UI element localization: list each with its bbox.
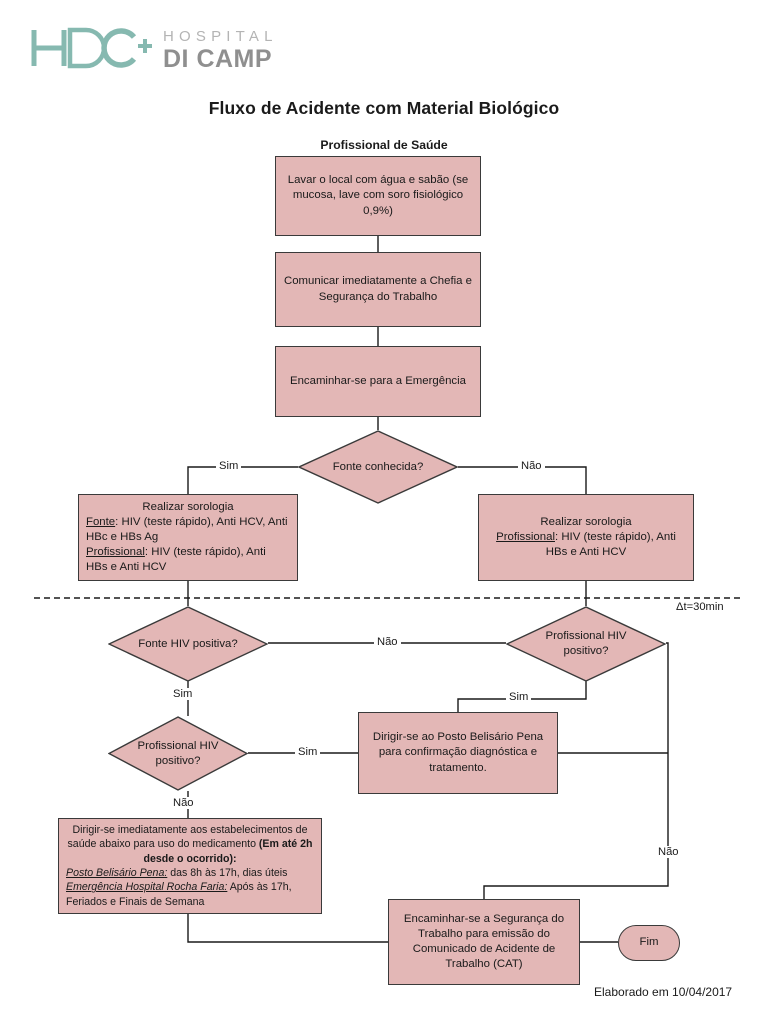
node-fim[interactable]: Fim [618,925,680,961]
sorologia-esq-fonte-label: Fonte [86,515,116,528]
sorologia-esq-heading: Realizar sorologia [142,500,234,513]
sorologia-dir-heading: Realizar sorologia [540,515,632,528]
estabelecimentos-loc1-label: Posto Belisário Pena: [66,867,168,879]
node-comunicar-chefia[interactable]: Comunicar imediatamente a Chefia e Segur… [275,252,481,327]
decision-fonte-hiv-positiva[interactable]: Fonte HIV positiva? [108,606,268,682]
decision-profissional-hiv-positivo-esquerda-shape [108,716,248,791]
estabelecimentos-intro-text: Dirigir-se imediatamente aos estabelecim… [67,823,308,851]
decision-profissional-hiv-positivo-direita-text: Profissional HIV positivo? [545,630,627,657]
decision-fonte-conhecida-shape [298,430,458,504]
delta-t-label: Δt=30min [676,601,724,613]
estabelecimentos-loc2-label: Emergência Hospital Rocha Faria: [66,881,228,894]
estabelecimentos-intro-bold: (Em até 2h desde o ocorrido): [143,838,313,865]
edge-label-sim-profissional-hiv-esquerda: Sim [295,746,321,759]
node-fim-text: Fim [639,936,659,949]
node-estabelecimentos-saude[interactable]: Dirigir-se imediatamente aos estabelecim… [58,818,322,914]
edge-label-sim-fonte-conhecida: Sim [216,460,242,473]
decision-profissional-hiv-positivo-esquerda-text: Profissional HIV positivo? [137,739,219,767]
estabelecimentos-loc2: Emergência Hospital Rocha Faria: Após às… [66,880,314,909]
node-lavar-local-text: Lavar o local com água e sabão (se mucos… [287,174,469,217]
edge-label-nao-profissional-hiv-direita: Não [655,846,682,859]
node-encaminhar-emergencia-text: Encaminhar-se para a Emergência [289,374,466,387]
footer-elaborado-em: Elaborado em 10/04/2017 [594,985,733,999]
node-encaminhar-emergencia[interactable]: Encaminhar-se para a Emergência [275,346,481,417]
edge-label-nao-fonte-conhecida: Não [518,460,545,473]
sorologia-esq-prof-label: Profissional [86,546,145,559]
estabelecimentos-intro: Dirigir-se imediatamente aos estabelecim… [66,823,314,866]
edge-label-nao-profissional-hiv-esquerda: Não [170,797,197,810]
sorologia-dir-prof-text: : HIV (teste rápido), Anti HBs e Anti HC… [545,530,676,559]
node-comunicado-acidente-trabalho[interactable]: Encaminhar-se a Segurança do Trabalho pa… [388,899,580,985]
node-sorologia-fonte-profissional[interactable]: Realizar sorologia Fonte: HIV (teste ráp… [78,494,298,581]
node-comunicado-acidente-trabalho-text: Encaminhar-se a Segurança do Trabalho pa… [403,912,565,971]
page-title: Fluxo de Acidente com Material Biológico [208,98,560,118]
sorologia-esq-prof-line: Profissional: HIV (teste rápido), Anti H… [86,545,290,575]
sorologia-dir-prof-label: Profissional [496,530,555,543]
node-comunicar-chefia-text: Comunicar imediatamente a Chefia e Segur… [283,275,473,303]
svg-text:DI CAMP: DI CAMP [163,45,272,73]
swimlane-label-professional: Profissional de Saúde [320,138,448,152]
decision-profissional-hiv-positivo-esquerda[interactable]: Profissional HIV positivo? [108,716,248,791]
estabelecimentos-loc2-text: Após às 17h, Feriados e Finais de Semana [66,881,292,908]
sorologia-esq-fonte-line: Fonte: HIV (teste rápido), Anti HCV, Ant… [86,515,290,545]
hospital-di-camp-logo: HOSPITAL DI CAMP [30,22,290,74]
sorologia-esq-fonte-text: : HIV (teste rápido), Anti HCV, Anti HBc… [86,515,288,543]
svg-text:HOSPITAL: HOSPITAL [163,28,278,45]
node-lavar-local[interactable]: Lavar o local com água e sabão (se mucos… [275,156,481,236]
decision-fonte-hiv-positiva-shape [108,606,268,682]
decision-profissional-hiv-positivo-direita[interactable]: Profissional HIV positivo? [506,606,666,682]
node-sorologia-profissional[interactable]: Realizar sorologia Profissional: HIV (te… [478,494,694,581]
edge-label-sim-fonte-hiv: Sim [170,688,196,701]
sorologia-esq-prof-text: : HIV (teste rápido), Anti HBs e Anti HC… [86,546,266,574]
node-posto-belisario-pena-text: Dirigir-se ao Posto Belisário Pena para … [372,731,544,774]
decision-profissional-hiv-positivo-direita-shape [506,606,666,682]
estabelecimentos-loc1-text: das 8h às 17h, dias úteis [167,867,288,879]
decision-fonte-conhecida-text: Fonte conhecida? [332,460,424,473]
decision-fonte-conhecida[interactable]: Fonte conhecida? [298,430,458,504]
estabelecimentos-loc1: Posto Belisário Pena: das 8h às 17h, dia… [66,866,314,880]
edge-label-nao-fonte-hiv: Não [374,636,401,649]
sorologia-dir-prof-line: Profissional: HIV (teste rápido), Anti H… [486,530,686,560]
node-posto-belisario-pena[interactable]: Dirigir-se ao Posto Belisário Pena para … [358,712,558,794]
decision-fonte-hiv-positiva-text: Fonte HIV positiva? [138,637,238,650]
edge-label-sim-profissional-hiv-direita: Sim [506,691,532,704]
logo-graphic: HOSPITAL DI CAMP [31,27,278,73]
